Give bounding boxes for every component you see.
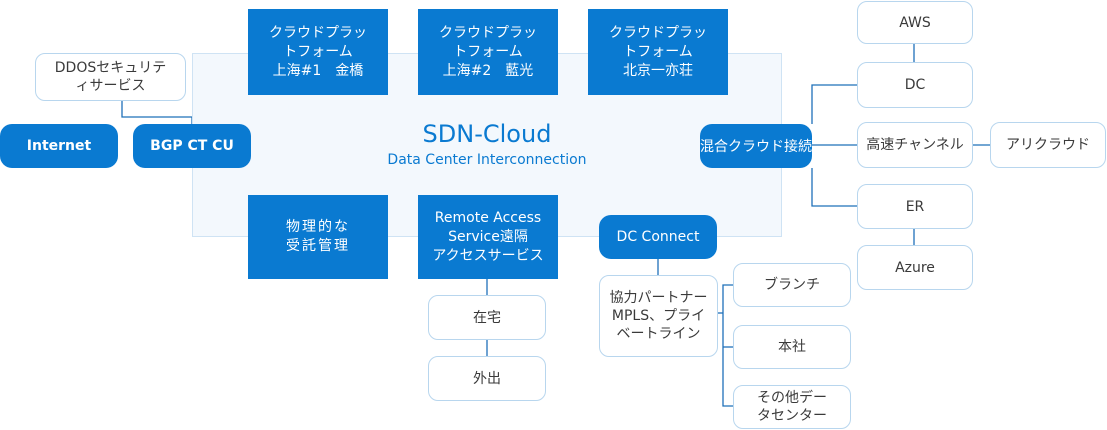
express-channel-node[interactable]: 高速チャンネル bbox=[857, 122, 973, 168]
platform-shanghai-1[interactable]: クラウドプラッ トフォーム 上海#1 金橋 bbox=[248, 9, 388, 95]
outside-access[interactable]: 外出 bbox=[428, 356, 546, 401]
hybrid-cloud-connection[interactable]: 混合クラウド接続 bbox=[700, 124, 812, 168]
connector-branch-tree bbox=[722, 284, 733, 407]
platform-shanghai-2[interactable]: クラウドプラッ トフォーム 上海#2 藍光 bbox=[418, 9, 558, 95]
work-from-home[interactable]: 在宅 bbox=[428, 295, 546, 340]
internet-node[interactable]: Internet bbox=[0, 124, 118, 168]
sdn-cloud-title: SDN-Cloud bbox=[422, 120, 552, 148]
remote-access-service[interactable]: Remote Access Service遠隔 アクセスサービス bbox=[418, 195, 558, 279]
partner-mpls-private-line[interactable]: 協力パートナー MPLS、プライ ベートライン bbox=[599, 275, 718, 357]
other-datacenter-node[interactable]: その他デー タセンター bbox=[733, 385, 851, 429]
physical-custody-management[interactable]: 物理的な 受託管理 bbox=[248, 195, 388, 279]
connector-ddos-bgp bbox=[121, 100, 193, 124]
branch-node[interactable]: ブランチ bbox=[733, 263, 851, 307]
alibaba-cloud-node[interactable]: アリクラウド bbox=[990, 122, 1106, 168]
dc-connect-node[interactable]: DC Connect bbox=[599, 215, 717, 259]
dc-node[interactable]: DC bbox=[857, 62, 973, 108]
headquarters-node[interactable]: 本社 bbox=[733, 325, 851, 369]
azure-node[interactable]: Azure bbox=[857, 245, 973, 290]
connector-hybrid-er bbox=[811, 168, 857, 207]
ddos-security-service[interactable]: DDOSセキュリテ ィサービス bbox=[35, 53, 186, 101]
sdn-cloud-subtitle: Data Center Interconnection bbox=[387, 152, 587, 168]
connector-hybrid-aws bbox=[811, 84, 857, 124]
platform-beijing[interactable]: クラウドプラッ トフォーム 北京一亦荘 bbox=[588, 9, 728, 95]
er-node[interactable]: ER bbox=[857, 184, 973, 229]
aws-node[interactable]: AWS bbox=[857, 1, 973, 44]
bgp-node[interactable]: BGP CT CU bbox=[133, 124, 251, 168]
